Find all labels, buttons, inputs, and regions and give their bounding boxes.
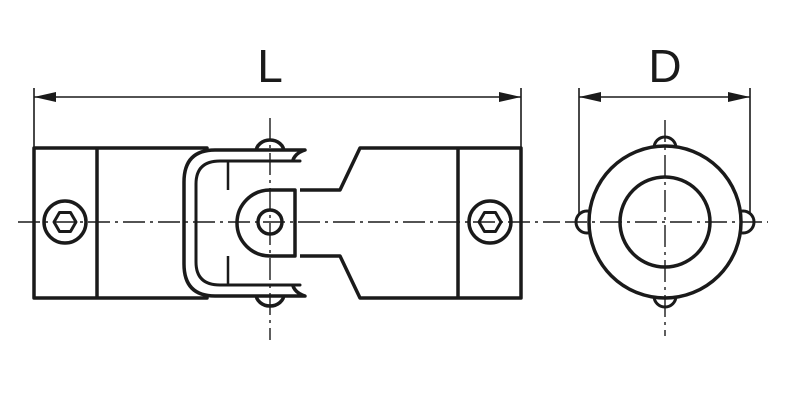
diameter-arrow-right [728,92,750,102]
diameter-arrow-left [579,92,601,102]
dimension-diameter: D [578,40,751,222]
length-arrow-left [34,92,56,102]
pivot-block [235,188,297,258]
end-view: D [565,40,768,336]
dimension-length: L [33,40,522,148]
side-view: L [18,40,560,340]
length-arrow-right [499,92,521,102]
length-label: L [257,40,283,92]
diameter-label: D [648,40,681,92]
